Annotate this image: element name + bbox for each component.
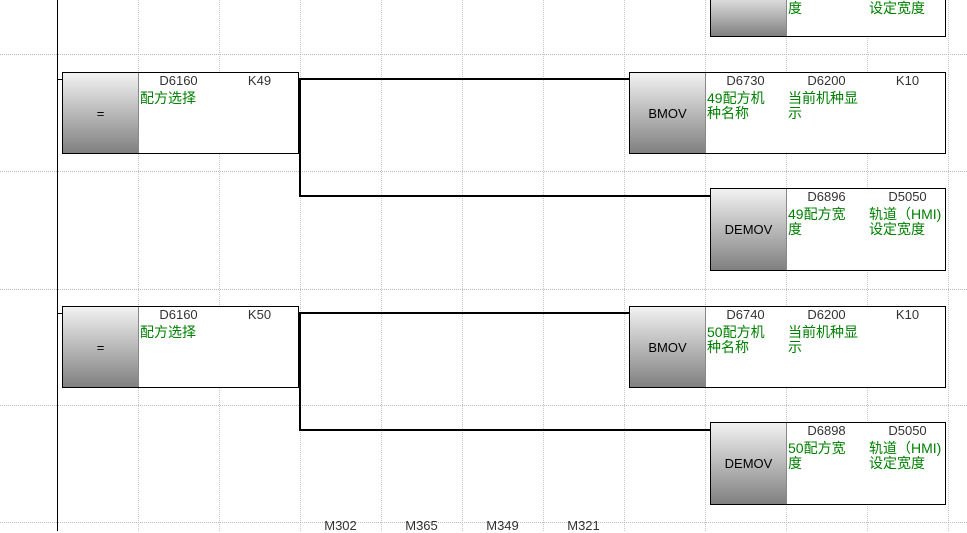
grid-column-line xyxy=(543,0,544,531)
operand: K10 xyxy=(895,73,920,88)
comment: 配方选择 xyxy=(140,90,196,106)
grid-row-line xyxy=(0,289,967,290)
grid-row-line xyxy=(0,54,967,55)
comment: 度 xyxy=(788,0,802,16)
operand: D5050 xyxy=(888,189,927,204)
compare-instruction[interactable]: = D6160 配方选择 K50 xyxy=(62,306,299,388)
grid-column-line xyxy=(624,0,625,531)
partial-instruction-block[interactable]: 度 设定宽度 xyxy=(710,0,946,37)
grid-column-line xyxy=(381,0,382,531)
wire xyxy=(299,312,629,314)
operand: K50 xyxy=(247,307,272,322)
comment: 当前机种显 示 xyxy=(788,324,858,355)
grid-column-line xyxy=(705,0,706,531)
operand: D6160 xyxy=(159,307,198,322)
operand: D6898 xyxy=(807,423,846,438)
comment: 50配方机 种名称 xyxy=(707,324,765,355)
demov-instruction[interactable]: DEMOV D6896 49配方宽 度 D5050 轨道（HMI) 设定宽度 xyxy=(710,188,946,271)
instruction-cell: = xyxy=(63,307,139,387)
comment: 轨道（HMI) 设定宽度 xyxy=(869,206,942,237)
wire xyxy=(299,78,629,80)
left-power-rail xyxy=(57,0,58,531)
wire xyxy=(299,312,301,431)
grid-column-line xyxy=(948,0,949,531)
comment: 当前机种显 示 xyxy=(788,90,858,121)
instruction-cell xyxy=(711,0,787,36)
operand: D6740 xyxy=(726,307,765,322)
comment: 设定宽度 xyxy=(869,0,925,16)
compare-instruction[interactable]: = D6160 配方选择 K49 xyxy=(62,72,299,154)
grid-column-line xyxy=(219,0,220,531)
operand: D6896 xyxy=(807,189,846,204)
wire xyxy=(57,79,62,80)
wire xyxy=(57,313,62,314)
grid-row-line xyxy=(0,522,967,523)
operand: K10 xyxy=(895,307,920,322)
operand: D5050 xyxy=(888,423,927,438)
operand: D6730 xyxy=(726,73,765,88)
operand: D6200 xyxy=(807,73,846,88)
contact-label[interactable]: M365 xyxy=(405,518,438,533)
instruction-cell: DEMOV xyxy=(711,189,787,270)
wire xyxy=(299,78,301,197)
bmov-instruction[interactable]: BMOV D6740 50配方机 种名称 D6200 当前机种显 示 K10 xyxy=(629,306,946,388)
instruction-cell: BMOV xyxy=(630,73,706,153)
instruction-cell: = xyxy=(63,73,139,153)
bmov-instruction[interactable]: BMOV D6730 49配方机 种名称 D6200 当前机种显 示 K10 xyxy=(629,72,946,154)
comment: 49配方机 种名称 xyxy=(707,90,765,121)
operand: K49 xyxy=(247,73,272,88)
contact-label[interactable]: M349 xyxy=(486,518,519,533)
operand: D6200 xyxy=(807,307,846,322)
grid-row-line xyxy=(0,171,967,172)
grid-column-line xyxy=(138,0,139,531)
grid-column-line xyxy=(300,0,301,531)
comment: 轨道（HMI) 设定宽度 xyxy=(869,440,942,471)
grid-column-line xyxy=(462,0,463,531)
wire xyxy=(299,429,710,431)
wire xyxy=(299,195,710,197)
instruction-cell: BMOV xyxy=(630,307,706,387)
comment: 配方选择 xyxy=(140,324,196,340)
instruction-cell: DEMOV xyxy=(711,423,787,504)
comment: 49配方宽 度 xyxy=(788,206,846,237)
contact-label[interactable]: M321 xyxy=(567,518,600,533)
contact-label[interactable]: M302 xyxy=(324,518,357,533)
demov-instruction[interactable]: DEMOV D6898 50配方宽 度 D5050 轨道（HMI) 设定宽度 xyxy=(710,422,946,505)
comment: 50配方宽 度 xyxy=(788,440,846,471)
operand: D6160 xyxy=(159,73,198,88)
grid-row-line xyxy=(0,405,967,406)
